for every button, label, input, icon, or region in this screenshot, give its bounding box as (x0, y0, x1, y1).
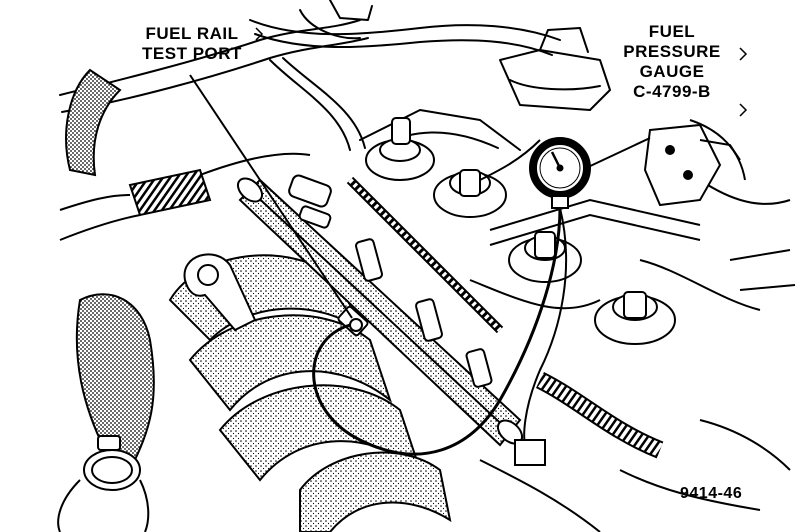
leader-test-port (189, 74, 353, 319)
gauge-label-line3: GAUGE (639, 62, 705, 81)
gauge-label-line2: PRESSURE (623, 42, 721, 61)
test-port-label: FUEL RAIL TEST PORT (132, 24, 252, 64)
test-port-fitting (337, 305, 369, 337)
ribbed-hose (128, 168, 212, 217)
gauge-label-line1: FUEL (648, 22, 696, 41)
intake-plenum (168, 254, 452, 532)
gauge-label: FUEL PRESSURE GAUGE C-4799-B (606, 22, 738, 102)
lifting-eye (183, 253, 257, 332)
radiator-hose (75, 293, 155, 472)
fuel-rail (236, 177, 524, 447)
injectors (288, 174, 493, 388)
hose-clamp (83, 435, 141, 491)
leader-gauge (585, 137, 651, 169)
test-port-label-line1: FUEL RAIL (145, 24, 239, 43)
pressure-gauge (529, 137, 591, 209)
ignition-coil (643, 123, 722, 207)
gauge-label-line4: C-4799-B (633, 82, 711, 101)
gauge-hose (312, 207, 562, 456)
upper-line (249, 19, 561, 41)
test-port-label-line2: TEST PORT (142, 44, 242, 63)
figure-number: 9414-46 (680, 485, 743, 502)
bracket-marks (255, 27, 748, 117)
upper-hose (59, 19, 361, 96)
